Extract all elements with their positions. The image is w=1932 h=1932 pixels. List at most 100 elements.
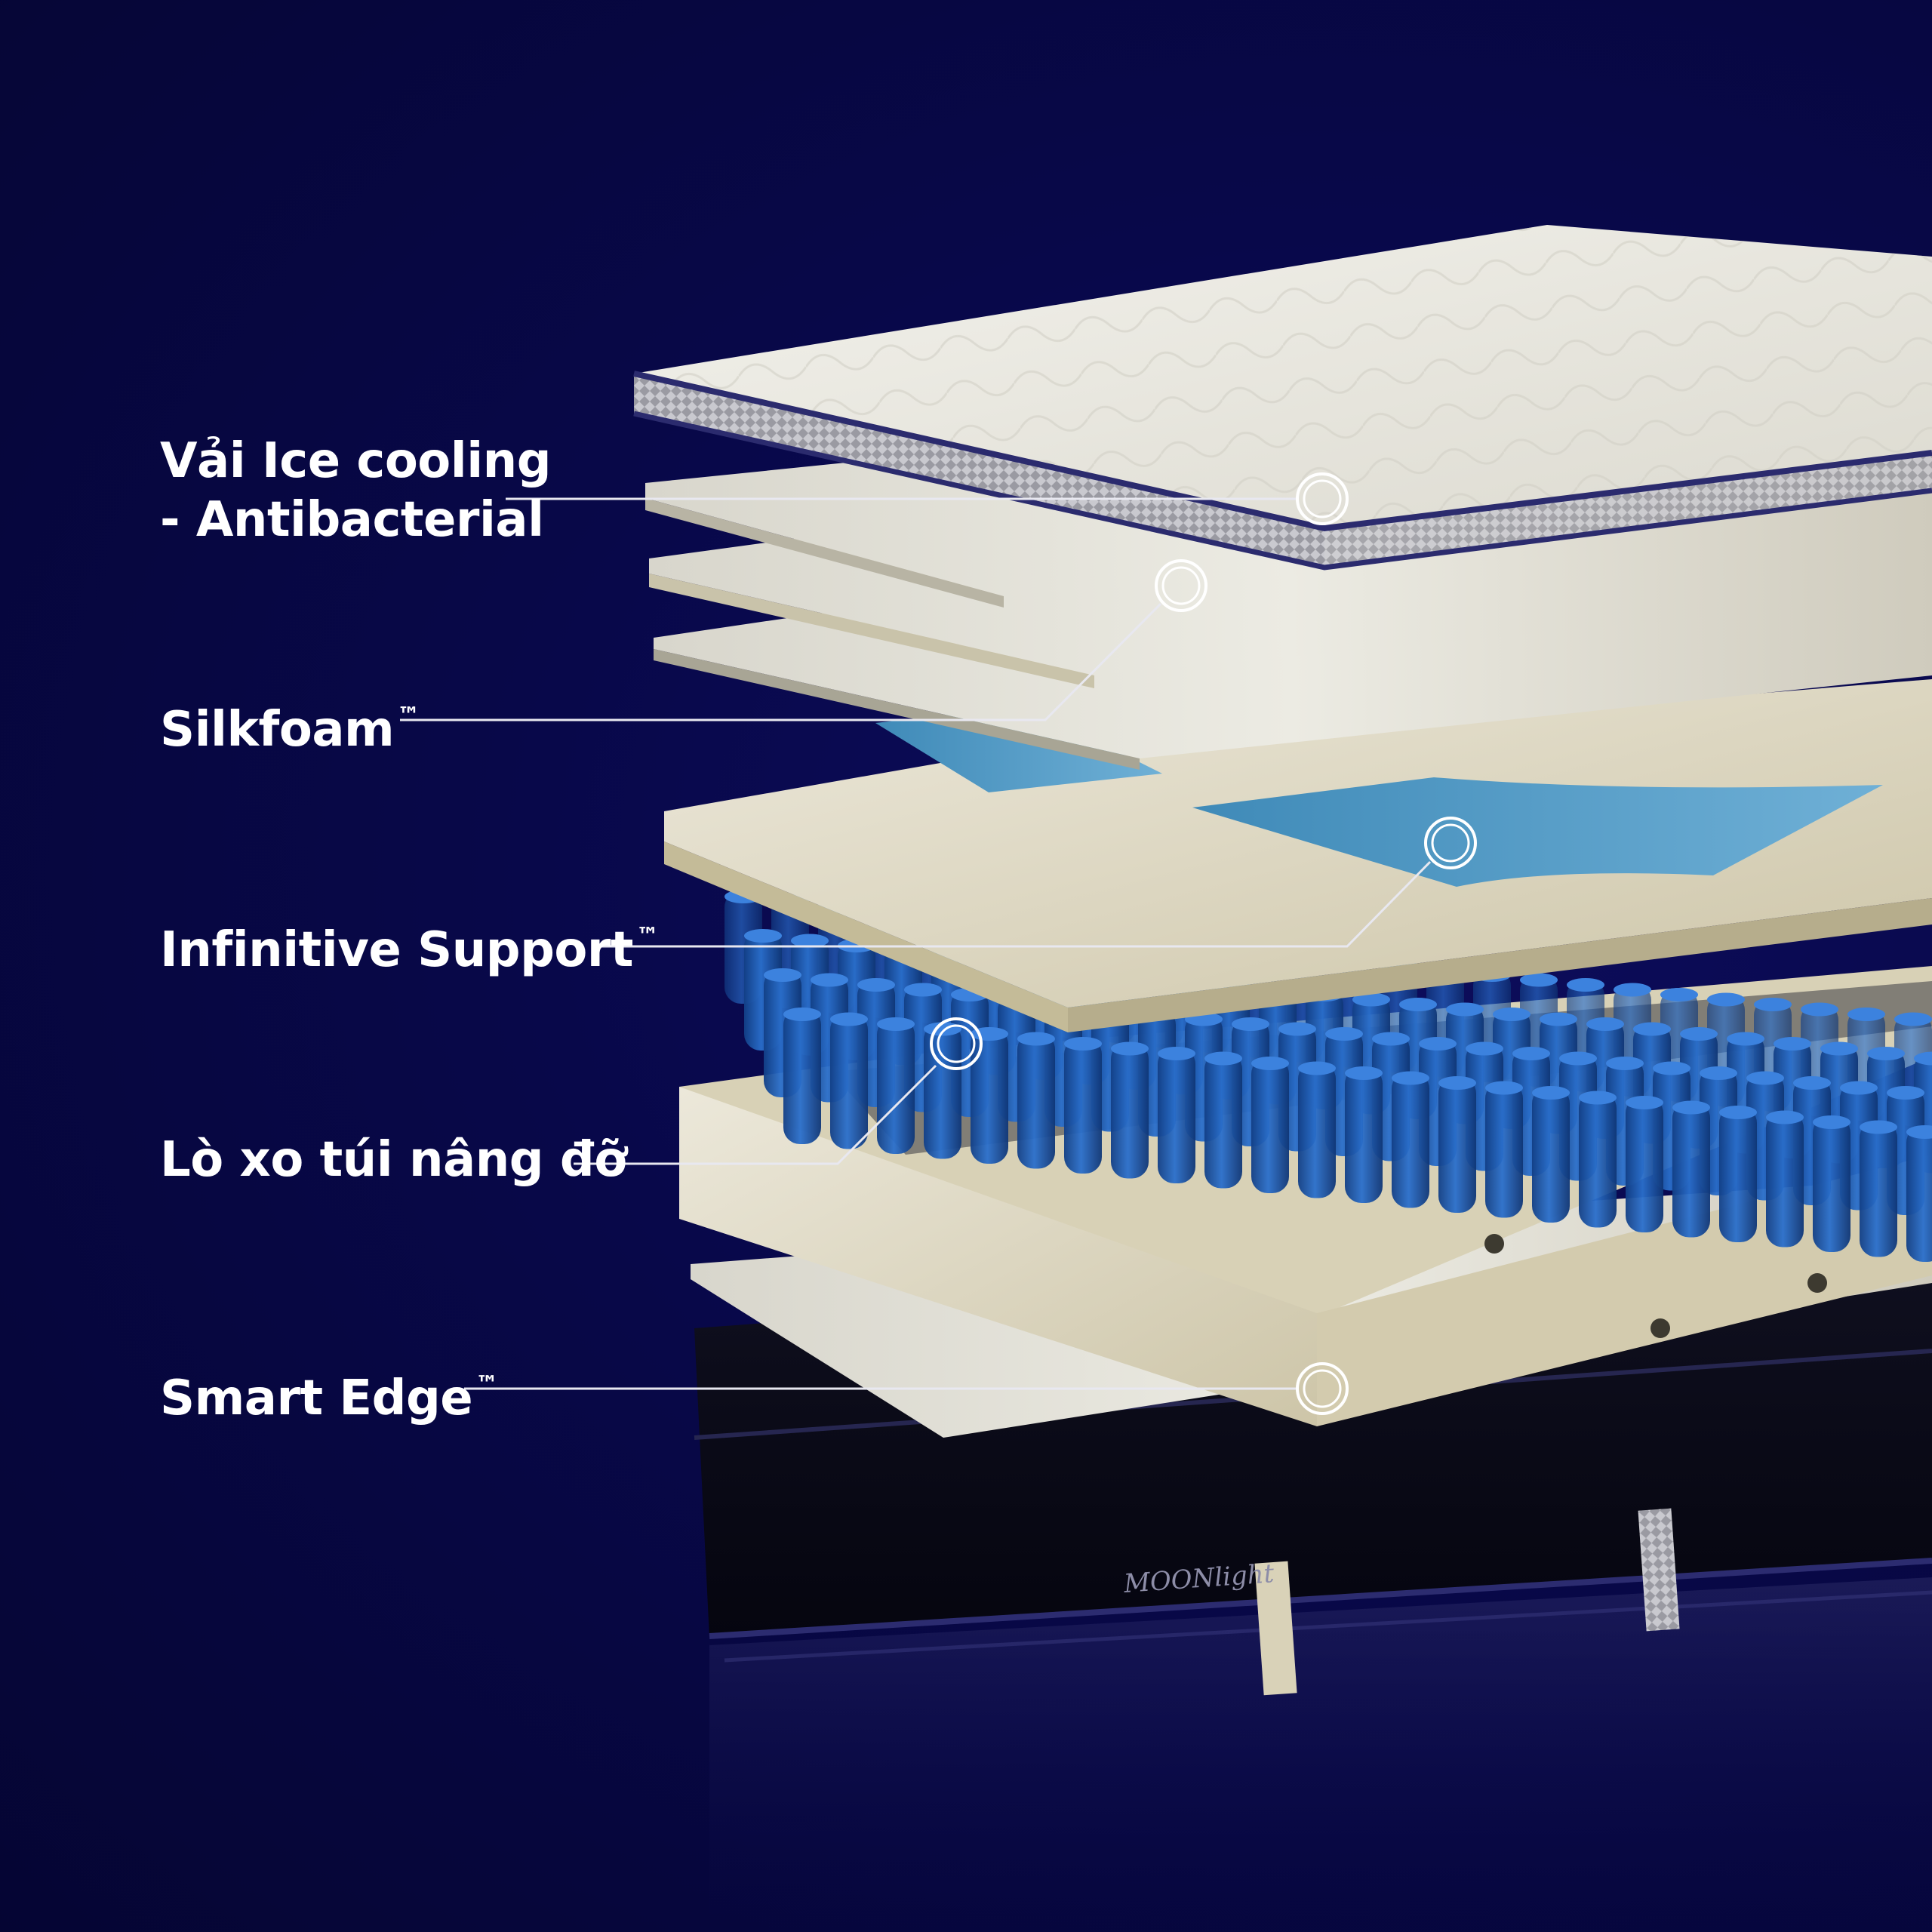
spring-coil-top — [904, 983, 942, 997]
spring-coil-top — [1614, 983, 1651, 997]
marker-inf — [1424, 817, 1477, 869]
label-infinitive-support-text: Infinitive Support — [160, 922, 634, 978]
spring-coil-top — [1399, 998, 1437, 1011]
spring-coil-top — [1774, 1037, 1811, 1051]
floor-reflection — [709, 1577, 1932, 1932]
label-silkfoam-text: Silkfoam — [160, 702, 395, 758]
spring-coil-top — [1540, 1012, 1577, 1026]
spring-coil-top — [1111, 1041, 1149, 1056]
spring-coil-top — [1532, 1086, 1570, 1100]
spring-coil-top — [1586, 1017, 1624, 1031]
spring-coil-top — [1372, 1032, 1410, 1046]
spring-coil-top — [1746, 1071, 1784, 1085]
label-smart-edge-text: Smart Edge — [160, 1371, 473, 1426]
spring-coil-top — [1204, 1051, 1242, 1066]
spring-coil-top — [1438, 1076, 1476, 1090]
spring-coil — [1906, 1126, 1932, 1262]
spring-coil-top — [830, 1012, 868, 1026]
spring-coil — [1345, 1067, 1383, 1203]
spring-coil — [924, 1023, 961, 1159]
spring-coil-top — [1325, 1027, 1363, 1041]
spring-coil-top — [1680, 1027, 1718, 1041]
spring-coil-top — [811, 973, 848, 987]
spring-coil-top — [783, 1008, 821, 1021]
spring-coil-top — [1559, 1051, 1597, 1066]
spring-coil — [1017, 1032, 1055, 1169]
spring-coil-top — [1700, 1066, 1737, 1080]
callout-lines — [400, 497, 1432, 1390]
callout-line-silk — [400, 602, 1162, 721]
spring-coil-top — [1512, 1047, 1550, 1060]
spring-coil — [830, 1013, 868, 1149]
spring-coil-top — [1660, 988, 1698, 1001]
spring-coil — [971, 1028, 1008, 1164]
spring-coil-top — [1860, 1120, 1897, 1134]
spring-coil — [1204, 1052, 1242, 1189]
spring-coil-top — [764, 968, 801, 982]
spring-coil-top — [1867, 1047, 1905, 1060]
spring-coil-top — [1298, 1061, 1336, 1075]
spring-coil-top — [1914, 1051, 1932, 1066]
marker-edge — [1296, 1362, 1349, 1415]
callout-markers — [930, 472, 1477, 1415]
label-ice-cooling: Vải Ice cooling - Antibacterial — [160, 432, 552, 549]
spring-coil-top — [1894, 1012, 1932, 1026]
spring-coil-top — [1345, 1066, 1383, 1080]
trademark-mark: ™ — [475, 1371, 498, 1398]
spring-coil — [1485, 1081, 1523, 1218]
spring-coil-top — [1064, 1037, 1102, 1051]
marker-lo — [930, 1017, 983, 1070]
trademark-mark: ™ — [397, 703, 420, 729]
spring-coil-top — [1158, 1047, 1195, 1060]
spring-coil-top — [1392, 1071, 1429, 1085]
spring-coil-top — [1719, 1106, 1757, 1119]
spring-coil — [1672, 1101, 1710, 1238]
callout-line-lo — [574, 1064, 937, 1165]
trademark-mark: ™ — [636, 923, 659, 949]
handle-strap — [1638, 1508, 1680, 1632]
label-pocket-springs: Lò xo túi nâng đỡ — [160, 1131, 627, 1189]
spring-coil-top — [1727, 1032, 1764, 1046]
spring-coil — [1392, 1072, 1429, 1208]
spring-coil-top — [1520, 973, 1558, 987]
label-ice-cooling-line1: Vải Ice cooling — [160, 433, 552, 489]
label-pocket-springs-text: Lò xo túi nâng đỡ — [160, 1132, 627, 1188]
spring-coil — [1111, 1042, 1149, 1179]
spring-coil — [1438, 1077, 1476, 1213]
spring-coil-top — [1251, 1057, 1289, 1070]
spring-coil — [1766, 1111, 1804, 1247]
spring-coil — [1626, 1097, 1663, 1232]
spring-coil-top — [1278, 1022, 1316, 1036]
spring-coil-top — [877, 1017, 915, 1031]
spring-coil — [1251, 1057, 1289, 1193]
spring-coil-top — [1887, 1086, 1924, 1100]
spring-coil-top — [1793, 1076, 1831, 1090]
spring-coil-top — [1840, 1081, 1878, 1095]
callout-line-inf — [598, 860, 1432, 948]
spring-coil-top — [1466, 1041, 1503, 1056]
ice-cooling-cover — [633, 225, 1932, 571]
spring-coil-top — [1653, 1061, 1690, 1075]
spring-coil-top — [1707, 992, 1745, 1007]
spring-coil-top — [1906, 1125, 1932, 1139]
spring-coil-top — [1820, 1041, 1858, 1056]
spring-coil-top — [1232, 1017, 1269, 1031]
spring-coil — [1158, 1048, 1195, 1183]
spring-coil-top — [1813, 1115, 1850, 1129]
spring-coil-top — [1672, 1100, 1710, 1115]
spring-coil-top — [1419, 1037, 1457, 1051]
spring-coil — [1298, 1062, 1336, 1198]
spring-coil-top — [1446, 1002, 1484, 1017]
cooling-gel-pads — [875, 706, 1883, 887]
spring-coil-top — [744, 929, 782, 943]
spring-coil-top — [1493, 1008, 1531, 1021]
spring-coil-top — [1754, 998, 1792, 1011]
marker-ice — [1296, 472, 1349, 525]
spring-coil-top — [1352, 992, 1390, 1007]
care-tag — [1254, 1561, 1297, 1696]
spring-coil-top — [1766, 1110, 1804, 1124]
